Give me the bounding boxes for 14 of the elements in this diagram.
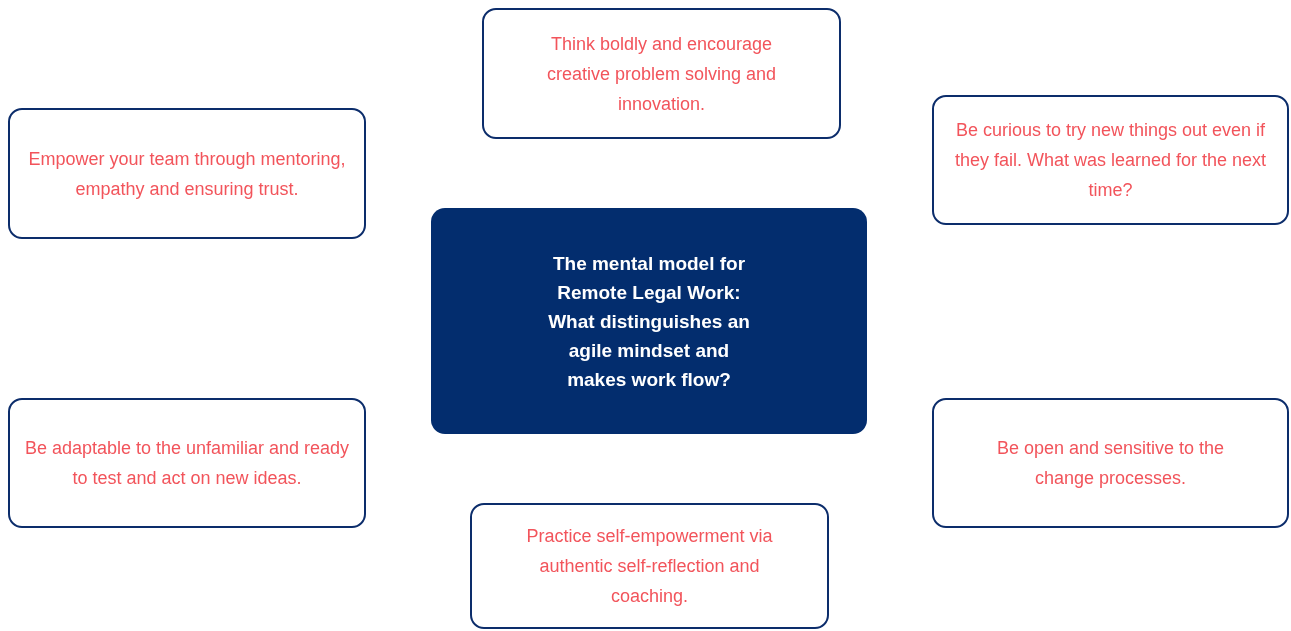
idea-text: Be open and sensitive to the change processes. <box>995 437 1226 490</box>
idea-text: Empower your team through mentoring, empathy and ensuring trust. <box>27 147 347 201</box>
idea-box <box>470 503 829 629</box>
central-topic-text: The mental model for Remote Legal Work: What distinguishes an agile mindset and makes work flow? <box>547 251 751 392</box>
central-topic-box <box>431 208 867 434</box>
idea-text: Think boldly and encourage creative problem solving and innovation. <box>545 32 778 116</box>
idea-text: Practice self-empowerment via authentic self-reflection and coaching. <box>525 525 774 608</box>
idea-text: Be adaptable to the unfamiliar and ready to test and act on new ideas. <box>23 437 351 490</box>
idea-box <box>8 108 366 239</box>
idea-box <box>932 398 1289 528</box>
idea-box <box>482 8 841 139</box>
idea-box <box>932 95 1289 225</box>
idea-box <box>8 398 366 528</box>
idea-text: Be curious to try new things out even if they fail. What was learned for the next time? <box>953 119 1268 202</box>
